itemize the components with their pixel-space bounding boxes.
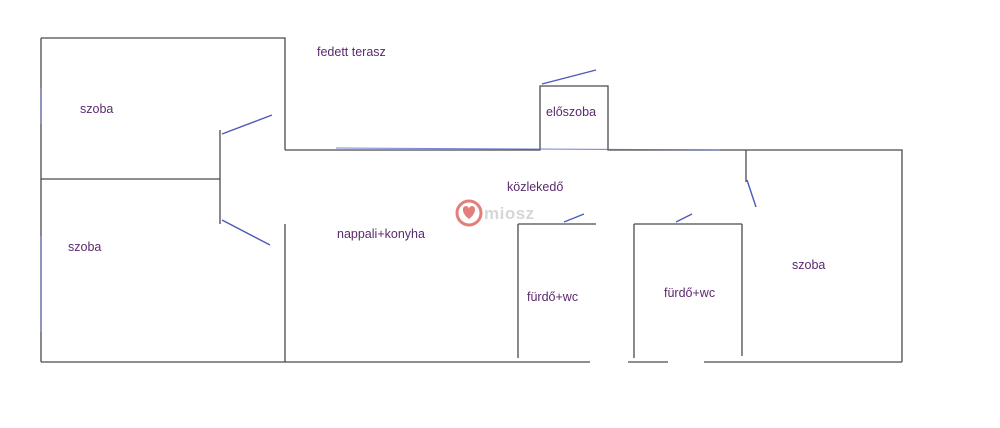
doors	[40, 69, 757, 332]
label-terrace: fedett terasz	[317, 45, 386, 59]
label-szoba-bottom-left: szoba	[68, 240, 101, 254]
label-szoba-right: szoba	[792, 258, 825, 272]
logo-ring-icon	[455, 199, 483, 227]
door-swing-entrance	[541, 69, 597, 85]
label-bath-1: fürdő+wc	[527, 290, 578, 304]
room-labels: szoba szoba fedett terasz előszoba közle…	[68, 45, 825, 304]
wall-left-block	[41, 37, 286, 150]
door-swing-bath2	[675, 213, 693, 223]
label-bath-2: fürdő+wc	[664, 286, 715, 300]
logo-heart-icon	[462, 206, 476, 219]
wall-top-main	[285, 85, 903, 362]
label-hall: előszoba	[546, 105, 596, 119]
window-mark-top	[335, 147, 721, 151]
door-swing-right-room	[746, 179, 757, 208]
door-swing-bottom-left	[221, 219, 271, 246]
door-swing-top-left	[221, 114, 273, 135]
label-living-kitchen: nappali+konyha	[337, 227, 425, 241]
door-swing-bath1	[563, 213, 585, 223]
label-szoba-top-left: szoba	[80, 102, 113, 116]
watermark-text: miosz	[484, 204, 535, 223]
watermark-logo: miosz	[455, 199, 535, 227]
label-corridor: közlekedő	[507, 180, 563, 194]
